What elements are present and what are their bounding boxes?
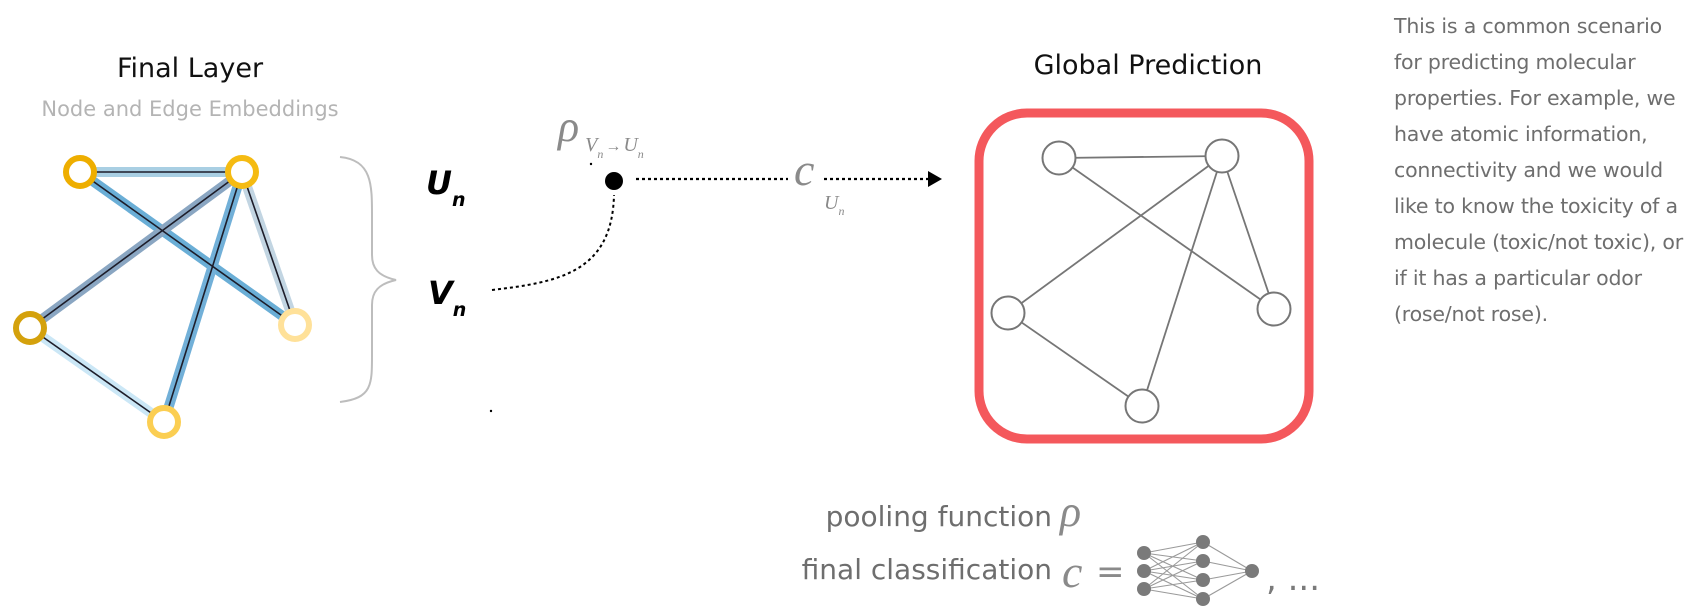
global-prediction-title: Global Prediction [1034,50,1263,81]
graph-node [13,311,47,345]
description-line: properties. For example, we [1394,86,1676,110]
graph-node [1256,291,1292,327]
neural-network-icon [1137,535,1259,606]
graph-edge [1141,155,1223,407]
graph-edge [1058,155,1223,159]
graph-edge [1007,155,1223,314]
graph-node [1124,388,1160,424]
prediction-edges [1007,155,1275,407]
prediction-frame [974,108,1314,444]
c-label: c [794,144,814,195]
graph-node [225,155,259,189]
equals-sign: = [1096,552,1125,592]
graph-node [990,295,1026,331]
description-line: like to know the toxicity of a [1394,194,1678,218]
ellipsis: , ... [1266,559,1320,599]
description-text: This is a common scenario for predicting… [1394,8,1686,332]
pooling-function-symbol: ρ [1058,487,1081,536]
graph-node [1041,140,1077,176]
graph-node [1204,138,1240,174]
graph-node [278,308,312,342]
graph-edge [1058,157,1275,310]
description-line: molecule (toxic/not toxic), or [1394,230,1683,254]
pooling-node [605,172,623,190]
pooling-connector [491,194,615,291]
graph-edge [1221,155,1275,310]
final-classification-label: final classification [802,553,1052,586]
description-line: (rose/not rose). [1394,302,1548,326]
graph-node [63,155,97,189]
description-line: connectivity and we would [1394,158,1663,182]
grouping-brace [339,156,397,403]
description-line: This is a common scenario [1394,14,1662,38]
pooling-function-label: pooling function [826,500,1052,533]
u-n-label: Un [426,164,466,211]
embedding-edge-lines [29,171,296,423]
graph-node [147,405,181,439]
embedding-graph [13,155,312,439]
final-layer-title: Final Layer [117,53,264,84]
marker-dot [489,409,493,413]
final-layer-subtitle: Node and Edge Embeddings [41,97,338,121]
prediction-graph [990,138,1292,424]
final-classification-symbol: c [1062,546,1082,597]
c-subscript: Un [824,192,844,218]
description-line: for predicting molecular [1394,50,1636,74]
graph-edge [1007,312,1143,407]
v-n-label: Vn [428,274,466,321]
description-line: if it has a particular odor [1394,266,1642,290]
marker-dot [589,162,593,166]
description-line: have atomic information, [1394,122,1648,146]
